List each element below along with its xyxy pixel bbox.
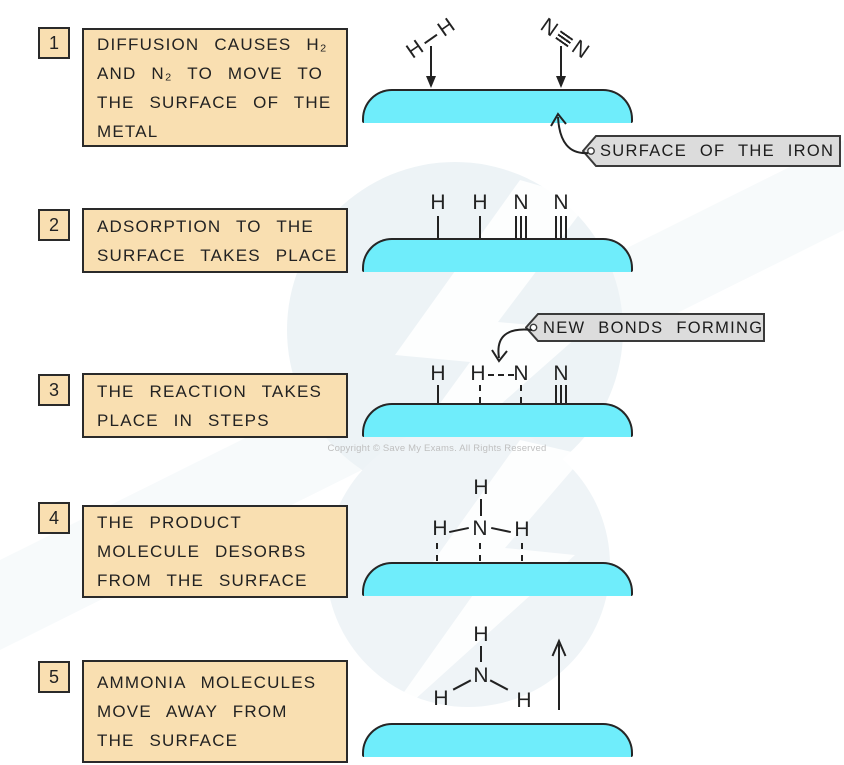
h-atom: H [430, 191, 446, 214]
tag-shape [525, 313, 765, 342]
n-atom: N [513, 191, 529, 214]
panel-line: THE SURFACE [97, 731, 239, 750]
catalyst-surface-4 [362, 562, 633, 596]
catalyst-surface-1 [362, 89, 633, 123]
panel-line: THE SURFACE OF THE [97, 92, 332, 112]
surface-of-iron-tag: SURFACE OF THE IRON [582, 135, 842, 168]
h-atom: H [433, 13, 460, 42]
catalyst-surface-5 [362, 723, 633, 757]
single-bond [437, 216, 439, 238]
tag-label: SURFACE OF THE IRON [600, 142, 835, 160]
curved-arrow-icon [491, 328, 533, 363]
h-atom: H [514, 518, 530, 541]
n-atom: N [553, 191, 569, 214]
step-4-number: 4 [38, 502, 70, 534]
h-atom: H [473, 476, 489, 499]
panel-line: MOVE AWAY FROM [97, 702, 288, 721]
panel-line: AMMONIA MOLECULES [97, 673, 317, 692]
tag-shape [582, 135, 841, 167]
triple-bond [555, 30, 574, 47]
single-bond [479, 216, 481, 238]
step-1-description: DIFFUSION CAUSES H₂ AND N₂ TO MOVE TO TH… [82, 28, 348, 147]
single-bond [480, 646, 482, 662]
catalyst-surface-2 [362, 238, 633, 272]
n-atom: N [472, 517, 488, 540]
h-atom: H [472, 191, 488, 214]
triple-bond [515, 216, 527, 238]
h-atom: H [432, 517, 448, 540]
panel-line: THE REACTION TAKES [97, 381, 323, 401]
single-bond [491, 526, 511, 534]
dashed-bond [520, 385, 522, 403]
step-5-description: AMMONIA MOLECULES MOVE AWAY FROM THE SUR… [82, 660, 348, 763]
tag-label: NEW BONDS FORMING [543, 318, 764, 337]
new-bonds-tag: NEW BONDS FORMING [525, 313, 766, 343]
single-bond [449, 526, 469, 534]
step-2-description: ADSORPTION TO THE SURFACE TAKES PLACE [82, 208, 348, 273]
h-atom: H [470, 362, 486, 385]
n-atom: N [553, 362, 569, 385]
panel-line: FROM THE SURFACE [97, 571, 308, 590]
step-5-number: 5 [38, 661, 70, 693]
panel-line: METAL [97, 121, 159, 141]
panel-line: AND N₂ TO MOVE TO [97, 63, 324, 83]
triple-bond [555, 216, 567, 238]
step-1-number: 1 [38, 27, 70, 59]
h-atom: H [433, 687, 449, 710]
h-atom: H [473, 623, 489, 646]
dashed-bond [436, 543, 438, 561]
dashed-bond [521, 543, 523, 561]
step-3-number: 3 [38, 374, 70, 406]
n-atom: N [473, 664, 489, 687]
dashed-bond [479, 385, 481, 403]
step-4-description: THE PRODUCT MOLECULE DESORBS FROM THE SU… [82, 505, 348, 598]
panel-line: ADSORPTION TO THE [97, 216, 314, 236]
triple-bond [555, 385, 567, 403]
h-atom: H [516, 689, 532, 712]
panel-line: PLACE IN STEPS [97, 410, 270, 430]
single-bond [480, 499, 482, 516]
dashed-bond [479, 543, 481, 561]
curved-arrow-icon [550, 112, 589, 155]
panel-line: THE PRODUCT [97, 513, 242, 532]
step-3-description: THE REACTION TAKES PLACE IN STEPS [82, 373, 348, 438]
step-2-number: 2 [38, 209, 70, 241]
forming-bond-dashed [488, 374, 514, 376]
catalyst-surface-3 [362, 403, 633, 437]
single-bond [489, 679, 509, 691]
single-bond [437, 385, 439, 403]
up-arrow-icon [551, 638, 567, 710]
down-arrow-icon [556, 46, 566, 88]
panel-line: SURFACE TAKES PLACE [97, 245, 338, 265]
single-bond [423, 33, 438, 44]
single-bond [452, 679, 472, 691]
h-atom: H [430, 362, 446, 385]
n-atom: N [513, 362, 529, 385]
down-arrow-icon [426, 46, 436, 88]
panel-line: DIFFUSION CAUSES H₂ [97, 34, 328, 54]
panel-line: MOLECULE DESORBS [97, 542, 307, 561]
copyright-notice: Copyright © Save My Exams. All Rights Re… [327, 443, 547, 454]
